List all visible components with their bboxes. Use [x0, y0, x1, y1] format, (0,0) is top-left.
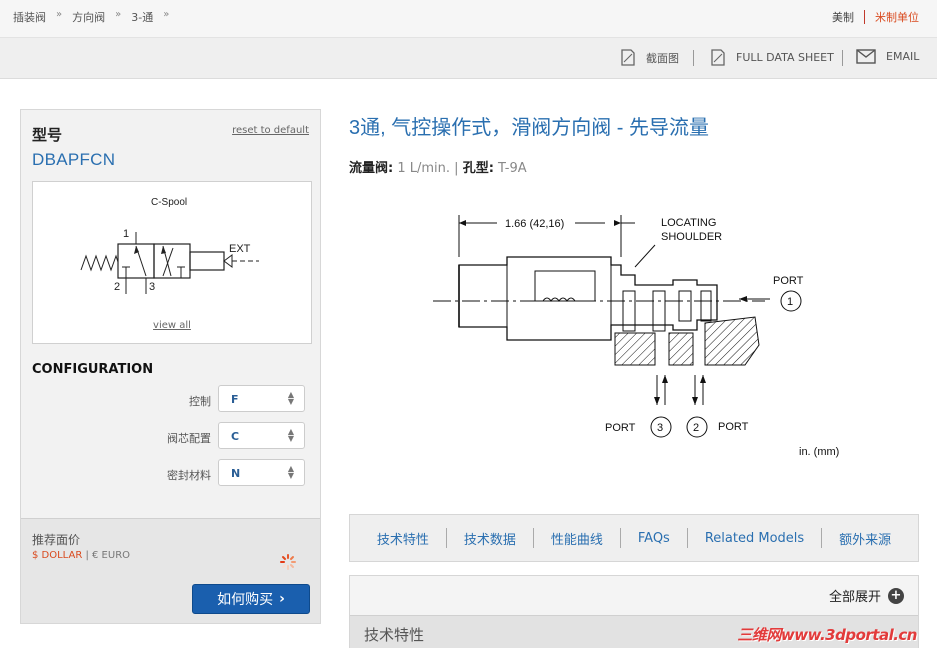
info-tabs: 技术特性 技术数据 性能曲线 FAQs Related Models 额外来源 — [349, 514, 919, 562]
port3-label: 3 — [149, 281, 155, 293]
tab-tech-data[interactable]: 技术数据 — [463, 532, 516, 548]
config-label: 阀芯配置 — [167, 432, 211, 445]
flow-label: 流量阀: — [349, 161, 394, 176]
tab-resources[interactable]: 额外来源 — [839, 532, 892, 548]
toolbar: 截面图 FULL DATA SHEET EMAIL — [0, 38, 937, 79]
loading-spinner-icon — [280, 554, 296, 570]
units-label: in. (mm) — [799, 446, 839, 458]
breadcrumb-separator: » — [115, 9, 122, 20]
tab-divider — [532, 528, 534, 548]
locating-label-2: SHOULDER — [661, 231, 722, 243]
chevron-right-icon: › — [279, 591, 285, 607]
datasheet-label: FULL DATA SHEET — [736, 51, 834, 64]
port2-label: 2 — [114, 281, 120, 293]
select-arrows-icon: ▲▼ — [287, 390, 294, 406]
config-row-control: 控制 F ▲▼ — [21, 385, 320, 413]
tab-faqs[interactable]: FAQs — [637, 530, 670, 546]
breadcrumb-separator: » — [163, 9, 170, 20]
section-title: 技术特性 — [364, 626, 425, 644]
price-panel: 推荐面价 $ DOLLAR | € EURO 如何购买 › — [21, 518, 320, 623]
document-icon — [621, 49, 635, 66]
datasheet-button[interactable]: FULL DATA SHEET — [710, 49, 834, 66]
tab-features[interactable]: 技术特性 — [376, 532, 429, 548]
breadcrumb-item-directional[interactable]: 方向阀 — [72, 11, 106, 24]
price-heading: 推荐面价 — [32, 533, 81, 547]
breadcrumb-item-cartridge[interactable]: 插装阀 — [13, 11, 46, 24]
tab-related-models[interactable]: Related Models — [704, 530, 805, 546]
unit-switch: 美制 米制单位 — [832, 9, 919, 25]
cavity-label: 孔型: — [462, 161, 494, 176]
port-label-2: PORT — [718, 421, 749, 433]
model-code: DBAPFCN — [32, 150, 116, 169]
currency-switch: $ DOLLAR | € EURO — [32, 550, 130, 561]
port-number-2: 2 — [693, 422, 699, 434]
units-metric-link[interactable]: 米制单位 — [875, 11, 919, 24]
buy-button[interactable]: 如何购买 › — [192, 584, 310, 614]
breadcrumb-separator: » — [56, 9, 63, 20]
accordion: 全部展开 + 技术特性 — [349, 575, 919, 648]
view-all-link[interactable]: view all — [153, 320, 191, 331]
ext-label: EXT — [229, 243, 251, 255]
email-label: EMAIL — [886, 50, 920, 63]
config-row-spool: 阀芯配置 C ▲▼ — [21, 422, 320, 450]
control-select[interactable]: F ▲▼ — [218, 385, 305, 412]
breadcrumb-item-3way[interactable]: 3-通 — [131, 11, 154, 24]
unit-divider — [864, 10, 865, 24]
model-heading: 型号 — [32, 126, 63, 144]
document-icon — [711, 49, 725, 66]
port-label-3: PORT — [605, 422, 636, 434]
seal-select[interactable]: N ▲▼ — [218, 459, 305, 486]
tab-performance[interactable]: 性能曲线 — [550, 532, 603, 548]
currency-dollar-link[interactable]: $ DOLLAR — [32, 550, 83, 561]
port-label-1: PORT — [773, 275, 804, 287]
select-value: C — [231, 430, 240, 443]
dimension-label: 1.66 (42,16) — [505, 218, 564, 230]
breadcrumb: 插装阀 » 方向阀 » 3-通 » — [13, 9, 179, 25]
screenshot-button[interactable]: 截面图 — [620, 49, 679, 66]
spool-label: C-Spool — [151, 197, 187, 208]
units-us-link[interactable]: 美制 — [832, 11, 854, 24]
select-value: N — [231, 467, 241, 480]
configuration-heading: CONFIGURATION — [32, 362, 154, 377]
top-bar: 插装阀 » 方向阀 » 3-通 » 美制 米制单位 — [0, 0, 937, 38]
buy-label: 如何购买 — [217, 592, 274, 608]
cartridge-drawing: 1.66 (42,16) LOCATING SHOULDER PORT — [433, 215, 839, 458]
envelope-icon — [856, 49, 876, 64]
tab-divider — [821, 528, 823, 548]
configurator-sidebar: 型号 reset to default DBAPFCN C-Spool — [20, 109, 321, 624]
expand-all-label: 全部展开 — [828, 590, 881, 605]
port-number-1: 1 — [787, 296, 793, 308]
config-label: 控制 — [189, 395, 211, 408]
port1-label: 1 — [123, 228, 129, 240]
email-button[interactable]: EMAIL — [856, 49, 919, 64]
select-arrows-icon: ▲▼ — [287, 464, 294, 480]
toolbar-divider — [842, 50, 843, 66]
tab-divider — [619, 528, 621, 548]
currency-euro-link[interactable]: € EURO — [92, 550, 131, 561]
product-title: 3通, 气控操作式，滑阀方向阀 - 先导流量 — [349, 117, 710, 139]
toolbar-divider — [693, 50, 694, 66]
spec-sep: | — [450, 161, 463, 176]
flow-value: 1 L/min. — [397, 161, 451, 176]
tab-divider — [686, 528, 688, 548]
tab-divider — [445, 528, 447, 548]
select-arrows-icon: ▲▼ — [287, 427, 294, 443]
accordion-section-features[interactable]: 技术特性 — [350, 615, 918, 648]
screenshot-label: 截面图 — [646, 51, 679, 65]
expand-all-button[interactable]: 全部展开 + — [829, 586, 904, 605]
config-row-seal: 密封材料 N ▲▼ — [21, 459, 320, 487]
select-value: F — [231, 393, 239, 406]
port-number-3: 3 — [657, 422, 663, 434]
hydraulic-schematic: C-Spool 1 2 3 — [80, 197, 259, 294]
locating-label-1: LOCATING — [661, 217, 716, 229]
reset-link[interactable]: reset to default — [232, 125, 309, 136]
plus-icon: + — [888, 587, 904, 604]
watermark: 三维网www.3dportal.cn — [737, 626, 917, 644]
schematic-panel: C-Spool 1 2 3 — [32, 181, 312, 344]
cavity-value: T-9A — [498, 161, 527, 176]
spool-select[interactable]: C ▲▼ — [218, 422, 305, 449]
currency-sep: | — [82, 550, 93, 561]
spec-line: 流量阀: 1 L/min. | 孔型: T-9A — [349, 157, 527, 176]
config-label: 密封材料 — [167, 469, 211, 482]
